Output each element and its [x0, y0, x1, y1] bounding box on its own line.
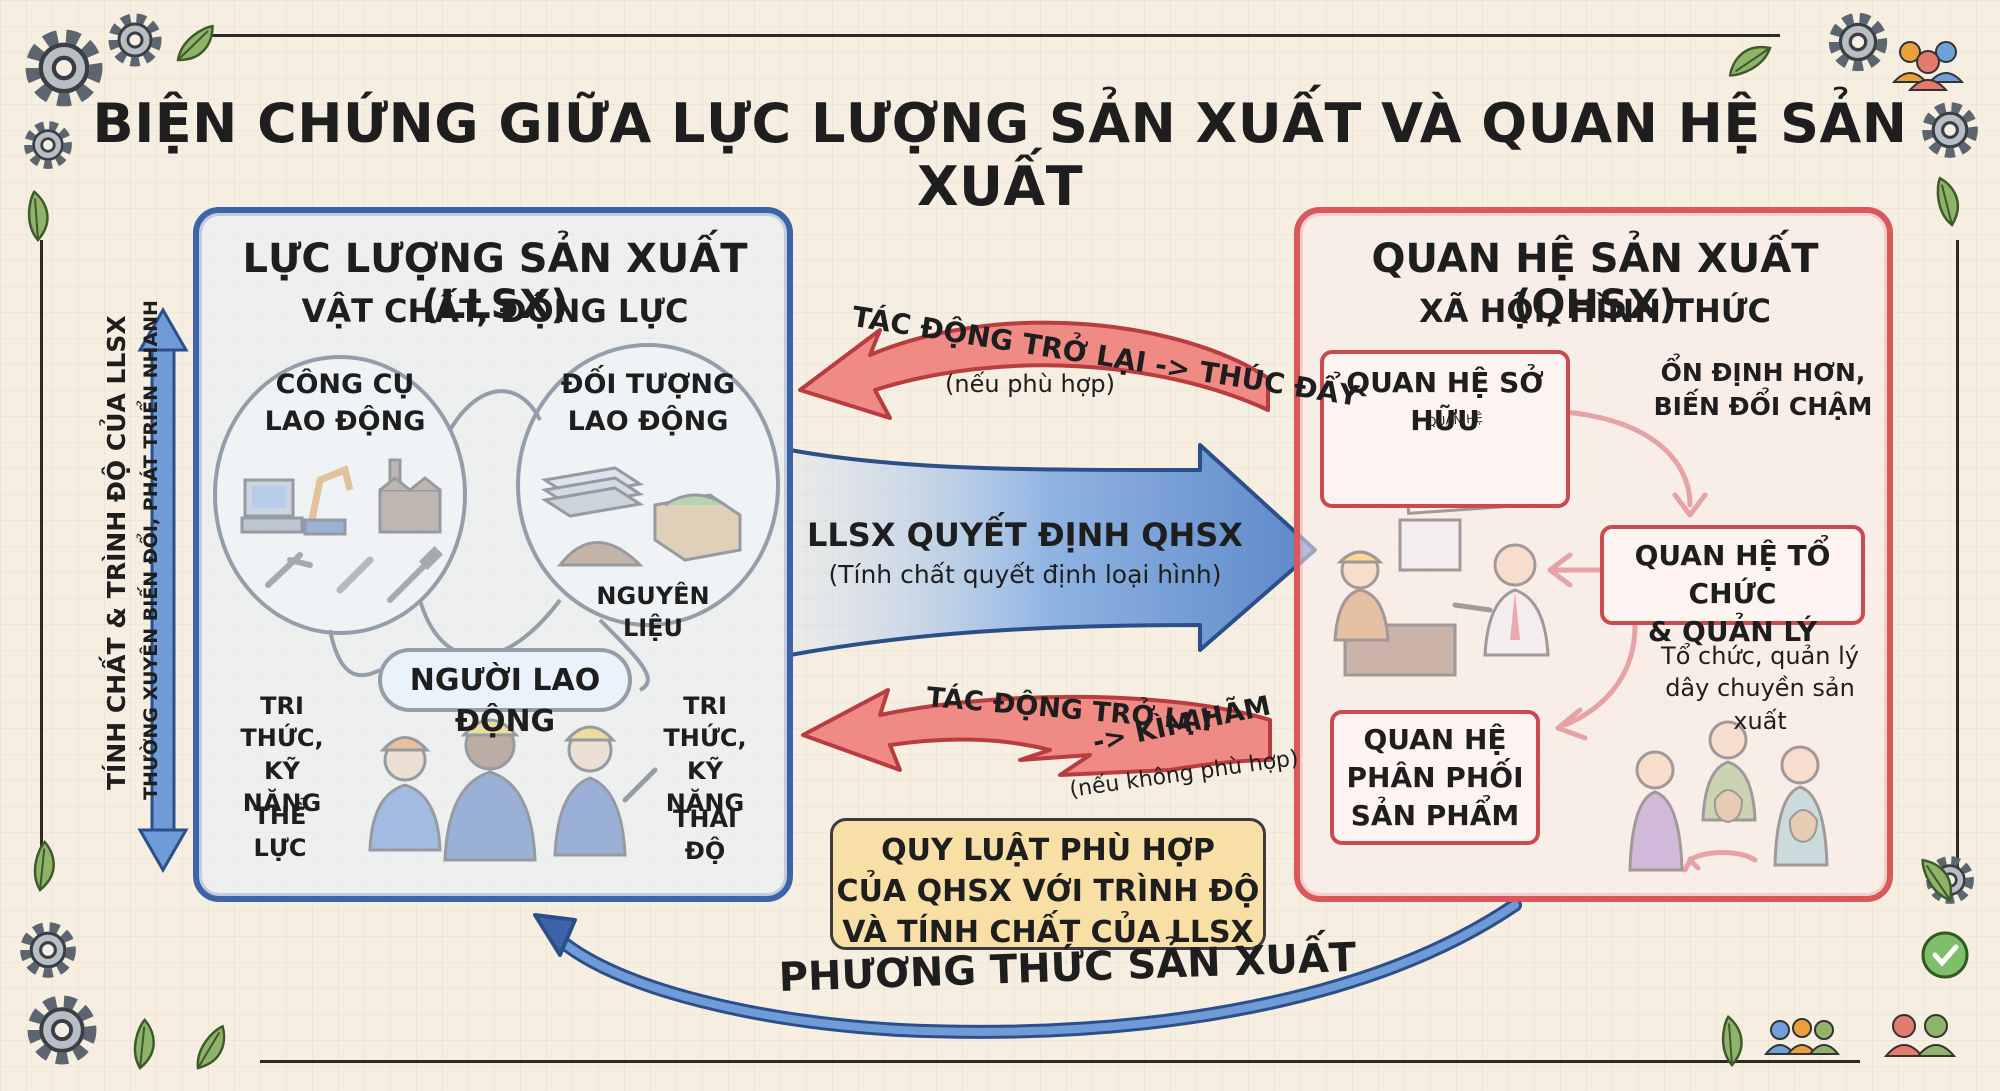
organization-note: Tổ chức, quản lý dây chuyền sản xuất [1640, 640, 1880, 737]
tools-label: CÔNG CỤ LAO ĐỘNG [250, 366, 440, 441]
knowledge-right-label: TRI THỨC, KỸ NĂNG [645, 690, 765, 820]
leaf-icon [21, 840, 66, 893]
feedback-promote-arrow [798, 320, 1270, 420]
llsx-subtitle: VẬT CHẤT, ĐỘNG LỰC [301, 292, 689, 330]
stable-note-line: ỔN ĐỊNH HƠN, [1660, 358, 1866, 387]
leaf-icon [1711, 1015, 1752, 1068]
law-line: VÀ TÍNH CHẤT CỦA LLSX [842, 914, 1254, 950]
attitude-label: THÁI ĐỘ [673, 805, 737, 866]
main-arrow-note: (Tính chất quyết định loại hình) [828, 560, 1222, 589]
knowledge-left-line: KỸ NĂNG [242, 756, 322, 818]
llsx-determines-qhsx-arrow [788, 443, 1317, 657]
page-title: BIỆN CHỨNG GIỮA LỰC LƯỢNG SẢN XUẤT VÀ QU… [92, 92, 1908, 218]
feedback-restrain-arrow [801, 688, 1272, 777]
objects-label: ĐỐI TƯỢNG LAO ĐỘNG [548, 366, 748, 441]
organization-line: QUAN HỆ TỔ CHỨC [1634, 539, 1831, 610]
conformity-law-box: QUY LUẬT PHÙ HỢP CỦA QHSX VỚI TRÌNH ĐỘ V… [830, 818, 1266, 950]
ownership-box: QUAN HỆ SỞ HỮU [1320, 350, 1570, 508]
bottom-border-line [260, 1060, 1860, 1063]
qhsx-title: QUAN HỆ SẢN XUẤT (QHSX) [1371, 236, 1819, 328]
knowledge-right-line: TRI THỨC, [663, 692, 747, 753]
gear-icon [1834, 18, 1882, 66]
leaf-icon [185, 1024, 237, 1072]
people-group-icon [1763, 1018, 1841, 1055]
development-double-arrow [137, 306, 189, 874]
law-line: QUY LUẬT PHÙ HỢP [881, 833, 1215, 868]
top-border-line [200, 34, 1780, 37]
organization-line: & QUẢN LÝ [1647, 614, 1818, 648]
stable-note: ỔN ĐỊNH HƠN, BIẾN ĐỔI CHẬM [1648, 356, 1878, 424]
objects-label-line: ĐỐI TƯỢNG [560, 369, 736, 400]
qhsx-subtitle: XÃ HỘI, HÌNH THỨC [1419, 292, 1771, 330]
main-arrow-label: LLSX QUYẾT ĐỊNH QHSX [807, 516, 1243, 554]
organization-box: QUAN HỆ TỔ CHỨC & QUẢN LÝ [1600, 525, 1865, 648]
mode-of-production-arrow [533, 898, 1522, 1039]
leaf-icon [1724, 43, 1775, 78]
physical-label: THỂ LỰC [253, 802, 307, 863]
llsx-level-side-label: TÍNH CHẤT & TRÌNH ĐỘ CỦA LLSX [102, 315, 131, 790]
objects-label-line: LAO ĐỘNG [567, 406, 729, 438]
llsx-change-side-label: THƯỜNG XUYÊN BIẾN ĐỔI, PHÁT TRIỂN NHANH [140, 300, 162, 800]
check-badge-icon [1921, 931, 1969, 979]
leaf-icon [121, 1018, 166, 1071]
stable-note-line: BIẾN ĐỔI CHẬM [1653, 391, 1873, 421]
organization-note-line: Tổ chức, quản lý [1661, 642, 1859, 670]
llsx-title: LỰC LƯỢNG SẢN XUẤT (LLSX) [242, 236, 748, 328]
people-group-icon [1883, 1014, 1957, 1057]
right-border-line [1956, 240, 1959, 880]
materials-label: NGUYÊN LIỆU [596, 582, 710, 643]
leaf-icon [169, 24, 222, 64]
distribution-line: QUAN HỆ [1363, 723, 1507, 756]
gear-icon [113, 18, 157, 62]
feedback-promote-note: (nếu phù hợp) [945, 370, 1115, 398]
distribution-line: PHÂN PHỐI [1346, 760, 1524, 794]
knowledge-left-label: TRI THỨC, KỸ NĂNG [222, 690, 342, 820]
workers-label: NGƯỜI LAO ĐỘNG [409, 663, 601, 740]
tools-label-line: CÔNG CỤ [275, 369, 415, 400]
tools-label-line: LAO ĐỘNG [264, 406, 426, 438]
law-line: CỦA QHSX VỚI TRÌNH ĐỘ [836, 873, 1260, 909]
knowledge-right-line: KỸ NĂNG [665, 756, 745, 818]
people-group-icon [1891, 41, 1965, 91]
gear-icon [32, 36, 96, 100]
llsx-panel [193, 207, 793, 902]
knowledge-left-line: TRI THỨC, [240, 692, 324, 753]
gear-icon [25, 927, 71, 973]
gear-icon [33, 1001, 90, 1058]
distribution-line: SẢN PHẨM [1350, 798, 1520, 832]
ownership-label: QUAN HỆ SỞ HỮU [1346, 366, 1544, 437]
distribution-box: QUAN HỆ PHÂN PHỐI SẢN PHẨM [1330, 710, 1540, 845]
organization-note-line: dây chuyền sản xuất [1665, 674, 1855, 735]
left-border-line [40, 240, 43, 860]
